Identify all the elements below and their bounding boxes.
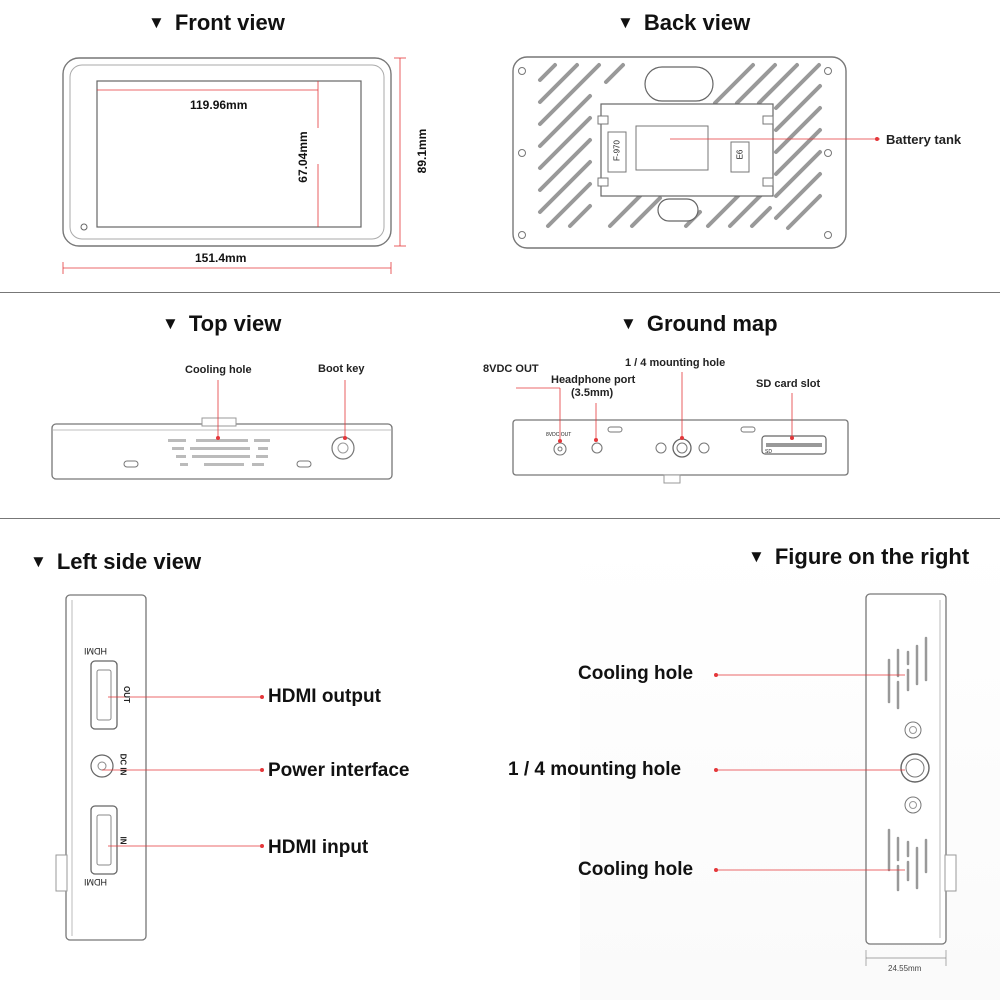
battery-model-text: F-970 — [612, 140, 622, 161]
label-battery-tank: Battery tank — [886, 132, 962, 147]
label-mounting-hole-right: 1 / 4 mounting hole — [508, 759, 682, 780]
port-text-8vdc: 8VDC OUT — [546, 432, 572, 438]
hdmi-text-bottom: HDMI — [84, 877, 107, 887]
left-side-view-drawing — [55, 594, 264, 941]
label-cooling-hole-top: Cooling hole — [185, 364, 252, 376]
heading-figure-right: ▼ Figure on the right — [748, 544, 969, 570]
hdmi-text-top: HDMI — [84, 646, 107, 656]
heading-ground-map-text: Ground map — [646, 311, 778, 336]
dim-total-width: 151.4mm — [195, 251, 247, 265]
dcin-port-text: DC IN — [118, 753, 128, 776]
label-power-interface: Power interface — [268, 760, 410, 781]
triangle-icon: ▼ — [617, 13, 634, 32]
dim-screen-width: 119.96mm — [190, 98, 248, 112]
heading-top-view: ▼ Top view — [162, 311, 281, 337]
heading-top-view-text: Top view — [188, 311, 282, 336]
in-port-text: IN — [118, 836, 128, 845]
heading-ground-map: ▼ Ground map — [620, 311, 778, 337]
back-view-drawing — [512, 56, 880, 249]
heading-left-side-view: ▼ Left side view — [30, 549, 201, 575]
label-headphone-port: Headphone port — [551, 374, 636, 386]
label-boot-key: Boot key — [318, 363, 365, 375]
label-cooling-hole-right-top: Cooling hole — [578, 663, 694, 684]
heading-figure-right-text: Figure on the right — [774, 544, 970, 569]
label-8vdc-out: 8VDC OUT — [483, 363, 539, 375]
triangle-icon: ▼ — [30, 552, 47, 571]
heading-front-view: ▼ Front view — [148, 10, 285, 36]
triangle-icon: ▼ — [148, 13, 165, 32]
triangle-icon: ▼ — [748, 547, 765, 566]
front-view-drawing — [62, 57, 406, 274]
label-cooling-hole-right-bottom: Cooling hole — [578, 859, 694, 880]
heading-front-view-text: Front view — [174, 10, 285, 35]
heading-back-view: ▼ Back view — [617, 10, 750, 36]
label-sd-card-slot: SD card slot — [756, 378, 821, 390]
ground-map-drawing — [512, 372, 849, 484]
divider-top — [0, 292, 1000, 293]
right-side-view-drawing — [714, 593, 957, 966]
dim-screen-height: 67.04mm — [296, 131, 310, 183]
triangle-icon: ▼ — [162, 314, 179, 333]
triangle-icon: ▼ — [620, 314, 637, 333]
label-mounting-hole-bottom: 1 / 4 mounting hole — [625, 357, 726, 369]
port-text-sd: SD — [765, 449, 772, 455]
heading-left-side-view-text: Left side view — [56, 549, 202, 574]
out-port-text: OUT — [121, 686, 131, 703]
label-headphone-size: (3.5mm) — [571, 387, 614, 399]
label-hdmi-input: HDMI input — [268, 837, 369, 858]
label-hdmi-output: HDMI output — [268, 686, 381, 707]
heading-back-view-text: Back view — [643, 10, 751, 35]
top-view-drawing — [51, 380, 393, 480]
divider-middle — [0, 518, 1000, 519]
dim-total-height: 89.1mm — [415, 128, 429, 174]
battery-label-text: E6 — [735, 149, 745, 160]
dim-depth: 24.55mm — [888, 964, 922, 973]
